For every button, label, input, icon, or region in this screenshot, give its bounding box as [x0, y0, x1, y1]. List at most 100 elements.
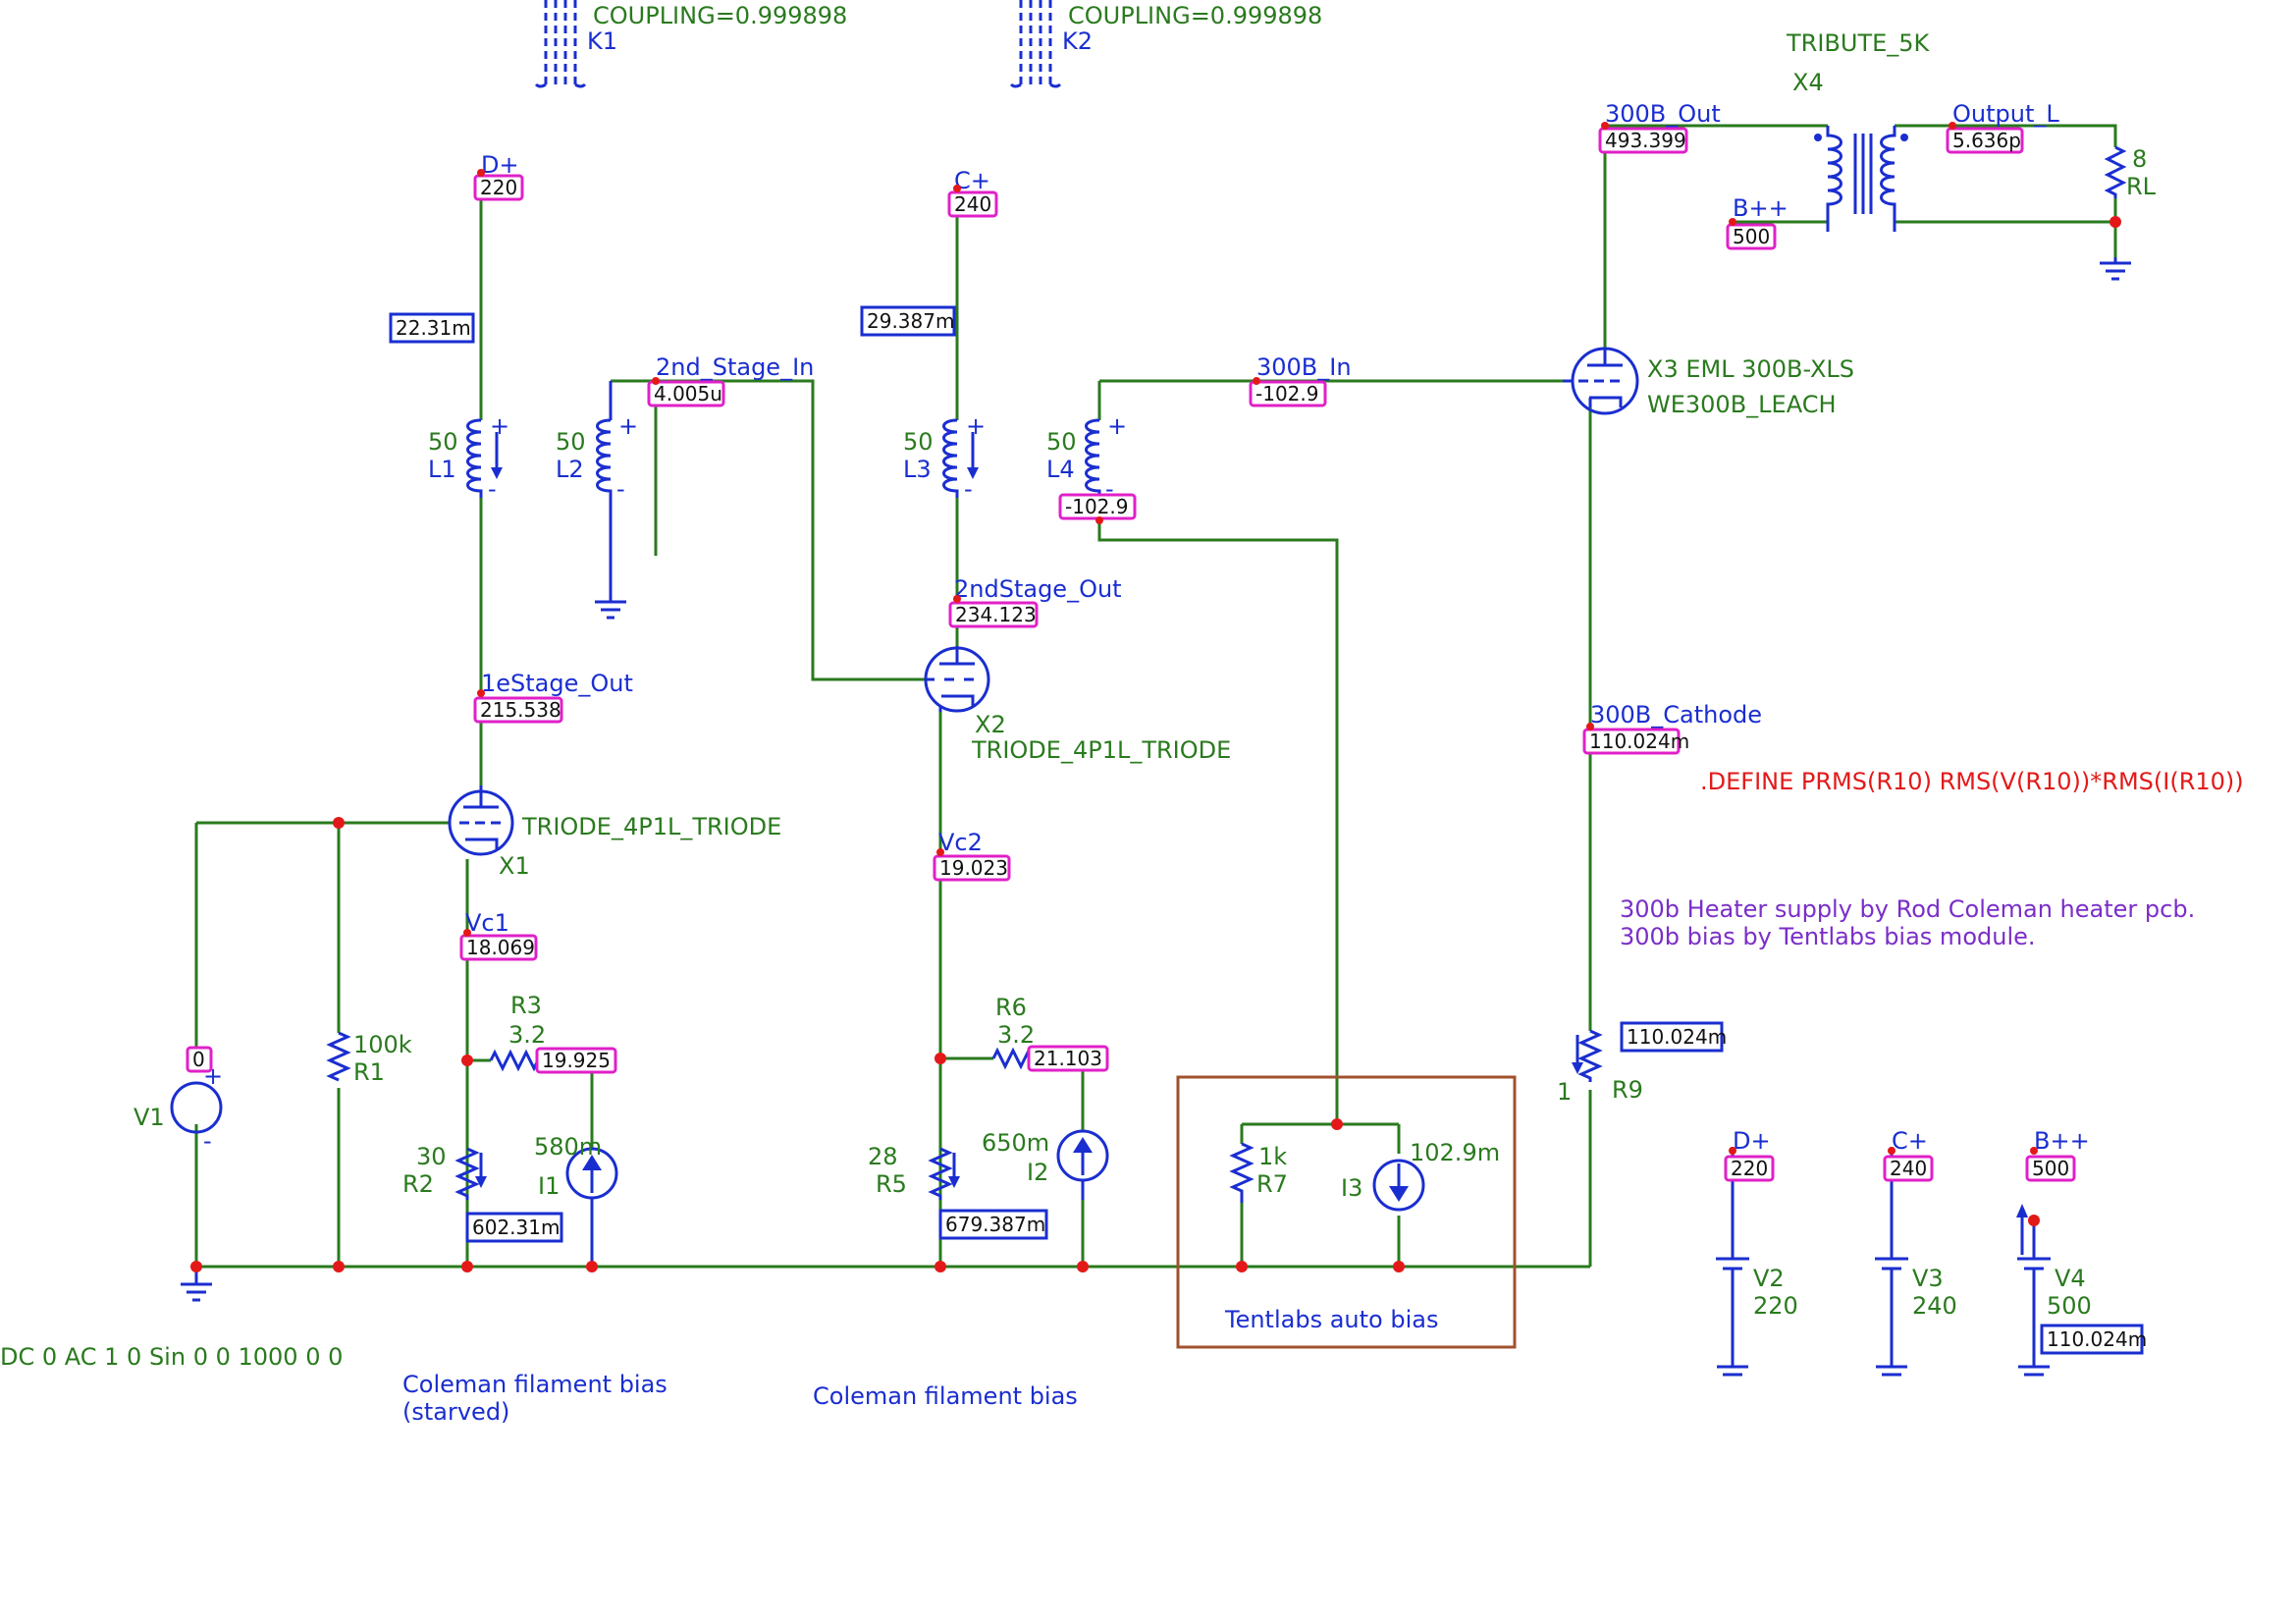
svg-text:21.103: 21.103: [1034, 1047, 1102, 1070]
resistor-r5[interactable]: 28 R5: [868, 1143, 960, 1200]
coupling-k1-value: COUPLING=0.999898: [593, 2, 847, 29]
x1-ref: X1: [499, 852, 530, 880]
resistor-rl[interactable]: 8 RL: [2104, 145, 2157, 200]
resistor-r6[interactable]: R6 3.2: [991, 994, 1052, 1070]
transformer-x4[interactable]: TRIBUTE_5K X4: [1786, 29, 1931, 232]
l1-ref: L1: [428, 456, 456, 483]
resistor-r2[interactable]: 30 R2: [402, 1143, 487, 1200]
probe-vc1: 18.069: [459, 934, 538, 961]
net-output-l: Output_L: [1952, 100, 2059, 128]
x1-part: TRIODE_4P1L_TRIODE: [521, 813, 781, 840]
svg-text:215.538: 215.538: [480, 698, 561, 722]
current-r5: 679.387m: [938, 1209, 1048, 1240]
probe-b-plus-plus: 500: [1726, 223, 1777, 250]
net-300b-out: 300B_Out: [1605, 100, 1721, 128]
x4-part: TRIBUTE_5K: [1786, 29, 1931, 57]
svg-text:5.636p: 5.636p: [1952, 129, 2021, 152]
r5-ref: R5: [876, 1170, 907, 1198]
svg-text:110.024m: 110.024m: [2047, 1327, 2147, 1351]
current-r2: 602.31m: [465, 1212, 563, 1243]
probe-v4: 500: [2025, 1155, 2076, 1182]
probe-v2: 220: [1724, 1155, 1775, 1182]
probe-v3: 240: [1883, 1155, 1934, 1182]
current-source-i1[interactable]: 580m I1: [534, 1133, 618, 1267]
filament-note-1-line2: (starved): [402, 1398, 509, 1426]
inductor-l1[interactable]: + - 50 L1: [428, 412, 509, 503]
triode-x2[interactable]: X2 TRIODE_4P1L_TRIODE: [924, 646, 1231, 764]
i3-ref: I3: [1341, 1174, 1362, 1202]
v2-ref: V2: [1753, 1265, 1785, 1292]
resistor-r9[interactable]: 1 R9: [1557, 1029, 1643, 1106]
i2-value: 650m: [982, 1129, 1049, 1157]
inductor-l3[interactable]: + - 50 L3: [903, 412, 986, 503]
coupling-k2[interactable]: COUPLING=0.999898 K2: [1009, 0, 1322, 88]
filament-note-1-line1: Coleman filament bias: [402, 1371, 667, 1398]
pin-plus: +: [490, 412, 509, 440]
wires: [194, 124, 2117, 1269]
pin-dots: [463, 122, 2038, 1155]
i1-ref: I1: [538, 1172, 560, 1200]
current-source-i3[interactable]: 102.9m I3: [1341, 1139, 1500, 1212]
svg-text:18.069: 18.069: [466, 936, 535, 959]
voltage-source-v2[interactable]: V2 220: [1716, 1147, 1798, 1320]
ground-symbols: [181, 257, 2131, 1377]
probe-300b-out: 493.399: [1598, 127, 1688, 154]
net-labels: D+ C+ 2nd_Stage_In 1eStage_Out 2ndStage_…: [465, 100, 2090, 1155]
pin-minus: -: [616, 475, 625, 503]
svg-text:240: 240: [954, 192, 991, 216]
i3-value: 102.9m: [1410, 1139, 1500, 1166]
junction-dots: [190, 216, 2121, 1272]
resistor-r1[interactable]: 100k R1: [326, 1031, 412, 1086]
net-v3-c-plus: C+: [1892, 1127, 1928, 1155]
x2-part: TRIODE_4P1L_TRIODE: [971, 736, 1231, 764]
resistor-r7[interactable]: 1k R7: [1229, 1142, 1288, 1203]
pin-minus: -: [203, 1127, 212, 1155]
triode-x1[interactable]: TRIODE_4P1L_TRIODE X1: [448, 785, 781, 880]
voltage-source-v1[interactable]: + - V1 DC 0 AC 1 0 Sin 0 0 1000 0 0: [0, 1062, 343, 1371]
l4-value: 50: [1046, 428, 1077, 456]
x4-ref: X4: [1792, 69, 1824, 96]
net-d-plus: D+: [481, 151, 519, 179]
triode-x3[interactable]: X3 EML 300B-XLS WE300B_LEACH: [1563, 347, 1854, 418]
svg-text:493.399: 493.399: [1605, 129, 1686, 152]
voltage-probes: 220 240 4.005u -102.9 -102.9 493.399 500…: [186, 127, 2076, 1182]
tentlabs-bias-box[interactable]: Tentlabs auto bias: [1176, 1075, 1517, 1349]
l4-ref: L4: [1046, 456, 1075, 483]
voltage-source-v3[interactable]: V3 240: [1875, 1147, 1957, 1320]
v1-ref: V1: [133, 1104, 165, 1131]
net-300b-in: 300B_In: [1256, 353, 1352, 381]
l3-value: 50: [903, 428, 934, 456]
probe-v1: 0: [186, 1046, 213, 1073]
svg-text:0: 0: [192, 1048, 205, 1071]
svg-text:679.387m: 679.387m: [945, 1213, 1045, 1236]
inductor-l4[interactable]: + - 50 L4: [1046, 412, 1127, 503]
probe-c-plus: 240: [947, 190, 998, 218]
svg-text:-102.9: -102.9: [1065, 495, 1128, 518]
svg-text:19.023: 19.023: [939, 856, 1008, 880]
svg-text:500: 500: [1733, 225, 1770, 248]
r1-ref: R1: [353, 1058, 385, 1086]
current-v4: 110.024m: [2040, 1324, 2147, 1355]
svg-text:234.123: 234.123: [955, 603, 1037, 626]
probe-l4-bottom: -102.9: [1058, 493, 1137, 520]
current-probes: 22.31m 29.387m 602.31m 679.387m 110.024m…: [389, 305, 2147, 1355]
resistor-r3[interactable]: R3 3.2: [489, 992, 560, 1072]
r6-ref: R6: [995, 994, 1027, 1021]
inductor-l2[interactable]: + - 50 L2: [556, 381, 638, 594]
probe-r3: 19.925: [535, 1047, 617, 1074]
net-vc1: Vc1: [465, 909, 509, 937]
current-source-i2[interactable]: 650m I2: [982, 1129, 1109, 1200]
pin-plus: +: [1107, 412, 1127, 440]
r2-value: 30: [416, 1143, 447, 1170]
net-2nd-stage-out: 2ndStage_Out: [954, 575, 1122, 603]
net-1e-stage-out: 1eStage_Out: [481, 670, 633, 697]
r6-value: 3.2: [997, 1021, 1035, 1049]
svg-text:110.024m: 110.024m: [1589, 730, 1689, 753]
voltage-source-v4[interactable]: V4 500: [2016, 1204, 2092, 1320]
pin-plus: +: [618, 412, 638, 440]
svg-text:29.387m: 29.387m: [867, 309, 954, 333]
coupling-k1[interactable]: COUPLING=0.999898 K1: [534, 0, 847, 88]
r7-ref: R7: [1256, 1170, 1288, 1198]
x3-part: WE300B_LEACH: [1647, 391, 1837, 418]
